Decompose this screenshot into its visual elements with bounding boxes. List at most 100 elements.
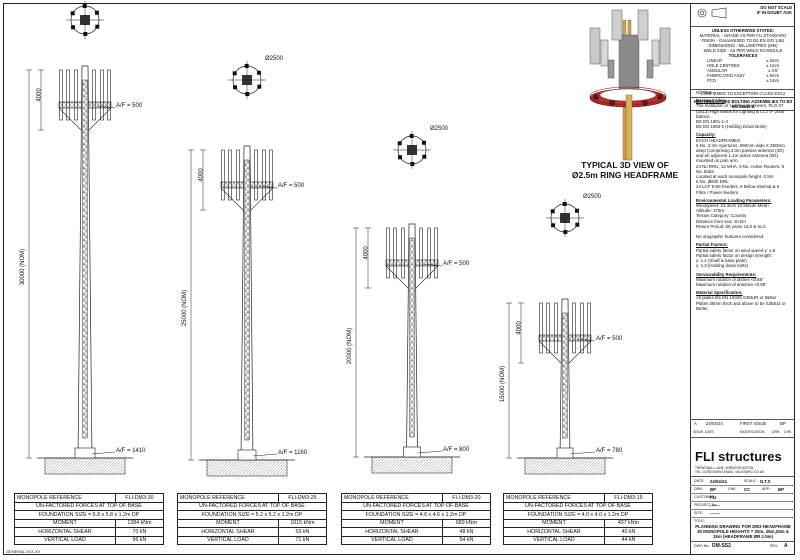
- notes-line: Windspeed: 24.4m/s 10 Minute Mean: [696, 203, 769, 209]
- notes-line: 6 No. Ø600 DRL: [696, 179, 729, 185]
- table-row: FOUNDATION SIZE = 5.8 x 5.8 x 1.2m DP: [14, 510, 164, 520]
- feeder-ladder: [562, 312, 568, 439]
- antenna: [100, 69, 104, 121]
- company-address: TREWONALL LANE, WHEATON ASTON: [695, 466, 754, 470]
- notes-line: Return Period: 50 years ULS & SLS: [696, 223, 766, 229]
- table-cell: 689 kNm: [441, 518, 492, 528]
- feeder-ladder: [409, 237, 415, 438]
- tolerance-name: FABRICATED ASSY: [707, 73, 746, 78]
- notes-heading: Design Codes: [696, 98, 726, 104]
- table-cell: VERTICAL LOAD: [177, 535, 279, 545]
- table-row: FOUNDATION SIZE = 5.2 x 5.2 x 1.2m DP: [177, 510, 327, 520]
- tolerance-name: ANGULAR: [707, 68, 728, 73]
- tolerance-row: LINEAR± 2mm: [693, 58, 793, 63]
- table-cell: 44 kN: [603, 535, 654, 545]
- antenna: [546, 302, 550, 354]
- foundation: [371, 456, 453, 474]
- feeder-ladder: [244, 159, 250, 441]
- tolerance-row: PCD± 1mm: [693, 78, 793, 83]
- antenna: [221, 149, 225, 201]
- divider: [690, 476, 795, 477]
- notes-heading: Environmental Loading Parameters:: [696, 197, 772, 203]
- antenna: [386, 227, 390, 279]
- dwg-number: DM-SS2: [712, 543, 731, 549]
- antenna: [401, 227, 405, 279]
- ring-plan-antenna: [421, 140, 426, 145]
- notes-line: Distance from sea: 10 km: [696, 218, 746, 224]
- detail-value: FLI: [710, 495, 717, 500]
- detail-value: N.T.S: [760, 479, 771, 484]
- table-cell: 48 kN: [441, 527, 492, 537]
- ring-plan-antenna: [551, 223, 556, 228]
- monopole-1: [26, 1, 133, 475]
- table-row: UN-FACTORED FORCES AT TOP OF BASE: [14, 501, 164, 511]
- monopole-2: [188, 61, 295, 477]
- rev-col-header: MODIFICATION: [740, 430, 765, 434]
- notes-line: The Institution of Lighting Engineers, P…: [696, 103, 785, 119]
- detail-value: CC: [744, 487, 751, 492]
- table-row: FOUNDATION SIZE = 4.6 x 4.6 x 1.2m DP: [341, 510, 491, 520]
- table-cell: 54 kN: [441, 535, 492, 545]
- table-cell: HORIZONTAL SHEAR: [341, 527, 443, 537]
- company-contact: TEL: 01785 000000 EMAIL: SALES@FLI.CO.UK: [695, 470, 765, 474]
- notes-line: γ: 1.3 (Holding down bolts): [696, 263, 748, 269]
- tolerance-row: HOLE CENTRES± 1mm: [693, 63, 793, 68]
- antenna: [539, 302, 543, 354]
- base-af-leader: [252, 453, 278, 457]
- top-af-label: A/F = 500: [443, 261, 470, 267]
- table-cell: UN-FACTORED FORCES AT TOP OF BASE: [503, 501, 653, 511]
- unless-stated: UNLESS OTHERWISE STATED:: [711, 28, 775, 33]
- tolerance-name: LINEAR: [707, 58, 723, 63]
- top-af-label: A/F = 500: [278, 183, 305, 189]
- table-cell: MOMENT: [14, 518, 116, 528]
- headframe-brace: [538, 340, 592, 364]
- tolerances-heading: TOLERANCES: [728, 53, 758, 58]
- detail-value: BP: [778, 487, 784, 492]
- ring-plan-antenna: [397, 141, 402, 146]
- base-plate: [74, 447, 96, 459]
- ring-diameter-label: Ø2500: [103, 0, 121, 2]
- view-3d-caption-line1: TYPICAL 3D VIEW OF: [581, 160, 669, 170]
- height-label: 30000 (NOM): [20, 248, 27, 286]
- antenna: [92, 69, 96, 121]
- base-plate: [237, 449, 257, 461]
- spec-line: MATERIAL - GRADE AS PER FLI STANDARD: [699, 33, 787, 38]
- rev-col-header: ISSUE: [693, 430, 704, 434]
- table-cell: MOMENT: [503, 518, 605, 528]
- top-af-leader: [423, 263, 443, 267]
- notes-heading: Material Specification:: [696, 290, 743, 296]
- table-row: UN-FACTORED FORCES AT TOP OF BASE: [177, 501, 327, 511]
- top-af-leader: [96, 105, 116, 109]
- notes-line: Altitude: 175m: [696, 208, 725, 214]
- ring-plan-antenna: [409, 134, 414, 139]
- base-af-label: A/F = 1410: [116, 448, 146, 454]
- base-af-label: A/F = 800: [443, 447, 470, 453]
- height-label: 20000 (NOM): [347, 327, 354, 364]
- antenna: [262, 149, 266, 201]
- ring-plan-antenna: [256, 70, 261, 75]
- notes-line: Maximum rotation of antenna <0.85°: [696, 281, 767, 287]
- antenna: [107, 69, 111, 121]
- height-dim-line: [188, 149, 194, 461]
- antenna: [228, 149, 232, 201]
- company-logo: FLI structures: [695, 449, 782, 464]
- antenna: [393, 227, 397, 279]
- notes-line: EACH HEADFRAMES:: [696, 137, 742, 143]
- table-cell: MOMENT: [341, 518, 443, 528]
- antenna: [554, 302, 558, 354]
- notes-line: BS EN 1993-1 (Holding Down Bolts): [696, 124, 767, 130]
- table-cell: 437 kNm: [603, 518, 654, 528]
- headframe-dim-label: 4000: [36, 88, 43, 102]
- top-af-leader: [258, 185, 278, 189]
- ring-plan-antenna: [398, 155, 403, 160]
